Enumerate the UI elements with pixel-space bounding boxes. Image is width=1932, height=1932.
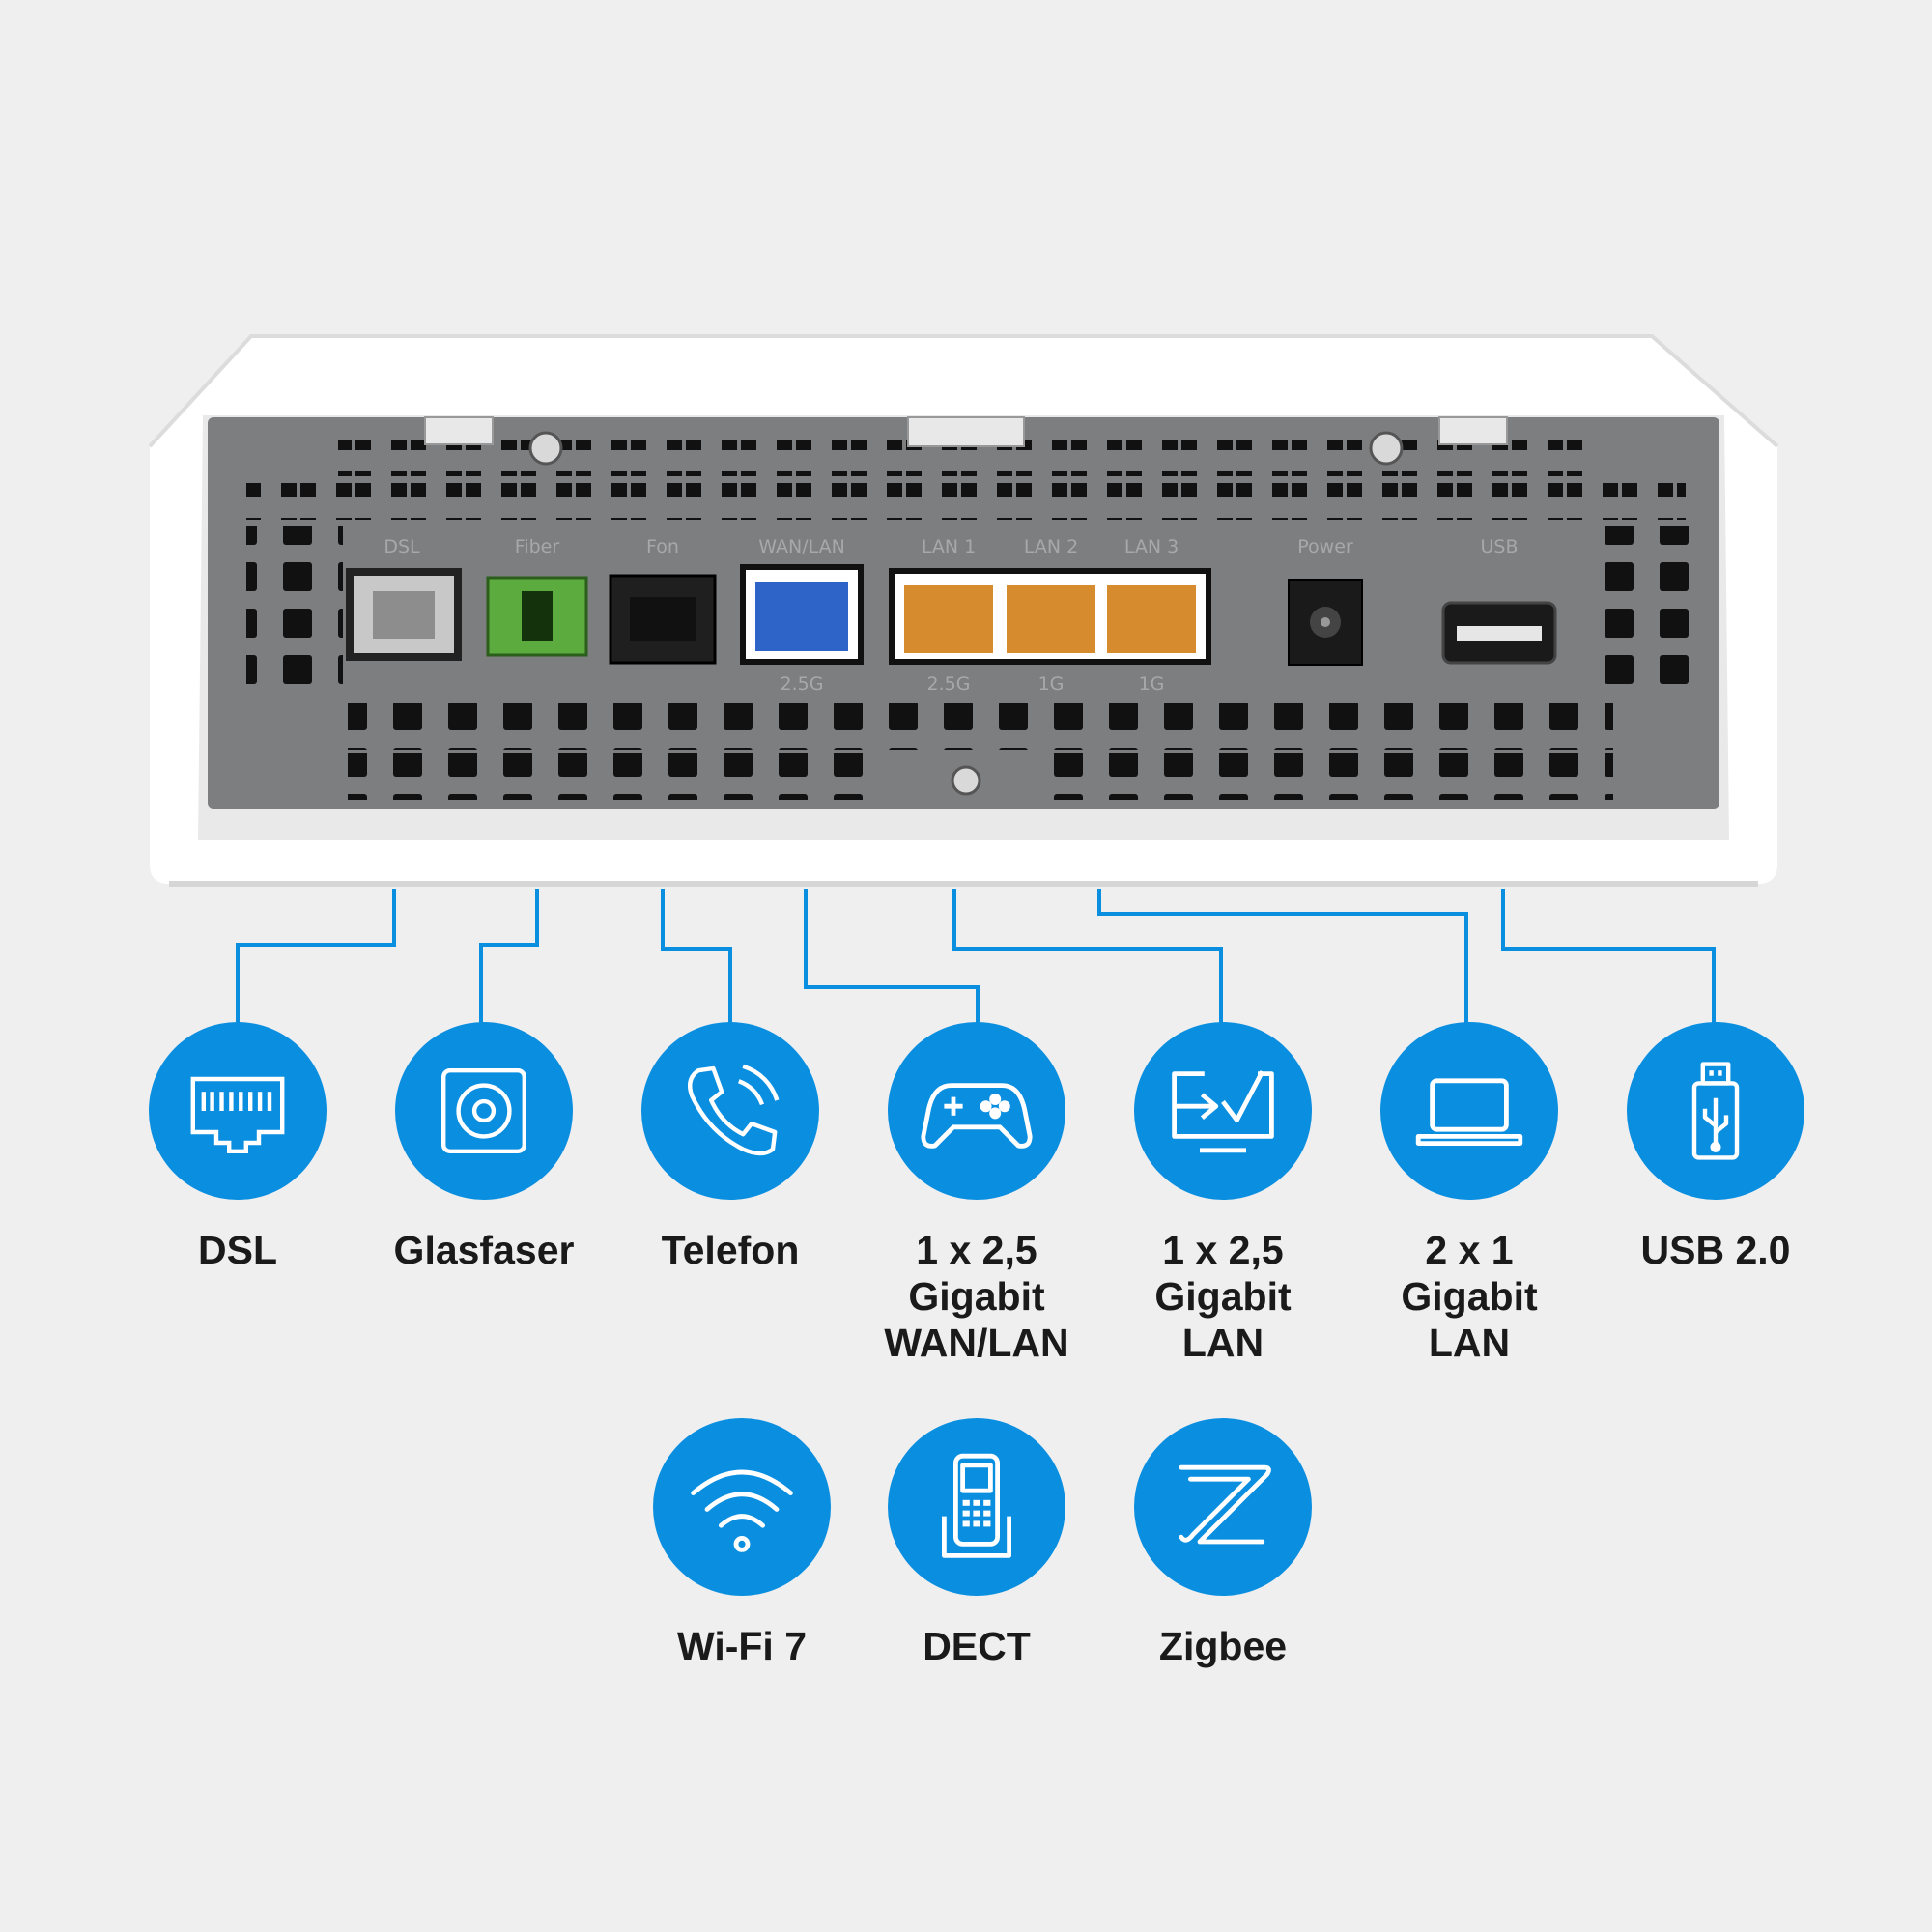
port-label-fiber: Fiber [515,536,560,557]
port-label-wan-lan: WAN/LAN [758,536,845,557]
speed-label-lan3: 1G [1139,673,1165,695]
fiber-socket-icon [395,1022,573,1200]
feature-label: Zigbee [1158,1624,1288,1668]
dect-handset-icon [888,1418,1065,1596]
speed-label-wan: 2.5G [781,673,824,695]
zigbee-icon [1134,1418,1312,1596]
ethernet-port-icon [149,1022,327,1200]
feature-label: Telefon [661,1228,800,1272]
port-label-lan1: LAN 1 [922,536,976,557]
router-rear-view: DSL Fiber Fon WAN/LAN LAN 1 LAN 2 LAN 3 … [148,334,1779,887]
gamepad-icon [888,1022,1065,1200]
speed-label-lan2: 1G [1038,673,1065,695]
feature-dsl: DSL [112,1022,363,1273]
feature-zigbee: Zigbee [1097,1418,1349,1669]
feature-glasfaser: Glasfaser [358,1022,610,1273]
port-label-dsl: DSL [384,536,420,557]
port-label-lan2: LAN 2 [1024,536,1078,557]
usb-stick-icon [1627,1022,1804,1200]
feature-usb: USB 2.0 [1590,1022,1841,1273]
phone-icon [641,1022,819,1200]
feature-label: Wi-Fi 7 [676,1624,807,1668]
feature-wan-lan: 1 x 2,5 Gigabit WAN/LAN [851,1022,1102,1366]
feature-label: DECT [923,1624,1031,1668]
feature-label: USB 2.0 [1640,1228,1791,1272]
feature-wifi: Wi-Fi 7 [616,1418,867,1669]
feature-label: 1 x 2,5 Gigabit WAN/LAN [884,1228,1069,1365]
wifi-icon [653,1418,831,1596]
feature-lan-1g: 2 x 1 Gigabit LAN [1344,1022,1595,1366]
feature-dect: DECT [851,1418,1102,1669]
port-label-power: Power [1297,536,1353,557]
connector-lines [236,889,1716,1024]
laptop-icon [1380,1022,1558,1200]
port-label-lan3: LAN 3 [1124,536,1179,557]
feature-label: DSL [198,1228,277,1272]
feature-lan-25: 1 x 2,5 Gigabit LAN [1097,1022,1349,1366]
monitor-checkmark-icon [1134,1022,1312,1200]
port-label-usb: USB [1480,536,1518,557]
feature-label: Glasfaser [393,1228,575,1272]
feature-label: 2 x 1 Gigabit LAN [1401,1228,1538,1365]
port-label-fon: Fon [646,536,679,557]
feature-telefon: Telefon [605,1022,856,1273]
speed-label-lan1: 2.5G [927,673,971,695]
feature-label: 1 x 2,5 Gigabit LAN [1154,1228,1292,1365]
